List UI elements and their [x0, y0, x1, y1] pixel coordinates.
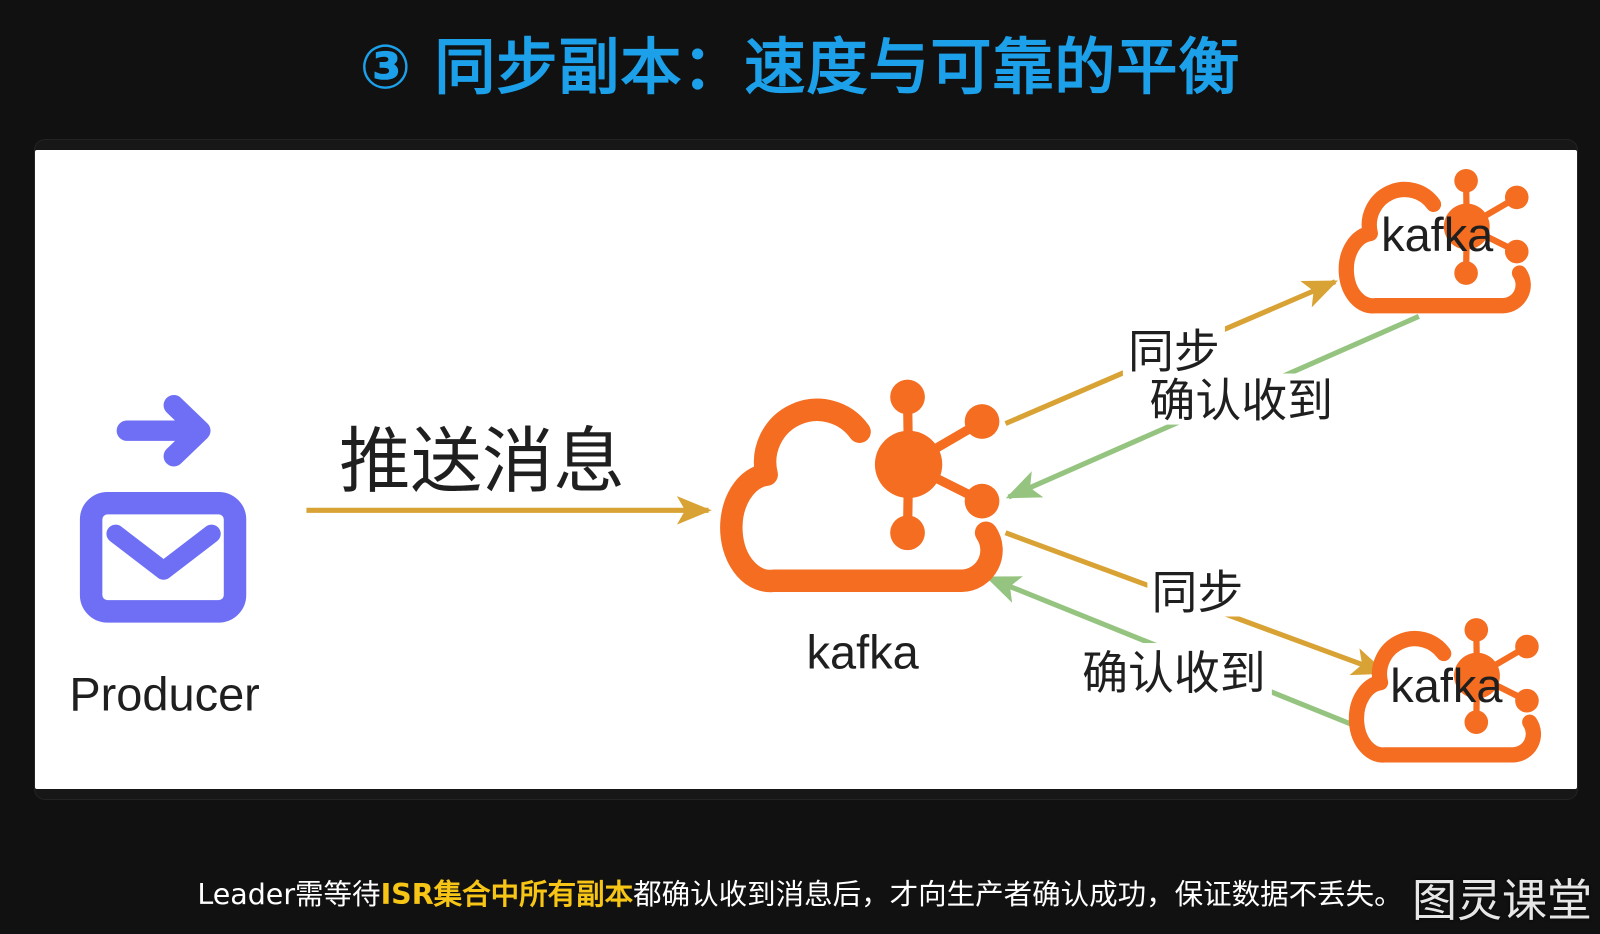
sync-label-bottom: 同步 — [1151, 566, 1243, 618]
caption-prefix: Leader需等待 — [197, 878, 381, 911]
envelope-flap-icon — [106, 524, 221, 580]
follower-top-label: kafka — [1381, 209, 1494, 261]
producer-label: Producer — [69, 668, 259, 720]
leader-label: kafka — [807, 627, 920, 679]
ack-label-backdrop-top — [1143, 373, 1340, 425]
ack-label-backdrop-bottom — [1075, 643, 1272, 699]
caption-suffix: 都确认收到消息后，才向生产者确认成功，保证数据不丢失。 — [633, 878, 1403, 911]
kafka-leader-icon — [731, 380, 999, 581]
sync-label-top: 同步 — [1128, 325, 1220, 377]
sync-label-backdrop-bottom — [1147, 563, 1250, 617]
ack-label-top: 确认收到 — [1149, 374, 1333, 426]
caption: Leader需等待ISR集合中所有副本都确认收到消息后，才向生产者确认成功，保证… — [0, 875, 1600, 915]
diagram-panel: Producer 推送消息 同步 确认收到 同步 确认收到 kafka kafk — [35, 150, 1577, 789]
envelope-icon — [79, 491, 247, 623]
slide-title: ③ 同步副本：速度与可靠的平衡 — [359, 32, 1241, 103]
diagram-card: Producer 推送消息 同步 确认收到 同步 确认收到 kafka kafk — [35, 140, 1577, 799]
sync-label-backdrop-top — [1122, 324, 1225, 376]
follower-bottom-label: kafka — [1390, 660, 1503, 712]
push-message-label: 推送消息 — [339, 422, 625, 502]
ack-label-bottom: 确认收到 — [1082, 647, 1266, 699]
send-arrow-icon — [116, 394, 211, 467]
mail-send-icon — [79, 394, 247, 623]
isr-replication-diagram: Producer 推送消息 同步 确认收到 同步 确认收到 kafka kafk — [69, 150, 1577, 789]
caption-highlight: ISR集合中所有副本 — [380, 878, 634, 911]
watermark: 图灵课堂 — [1411, 874, 1592, 927]
